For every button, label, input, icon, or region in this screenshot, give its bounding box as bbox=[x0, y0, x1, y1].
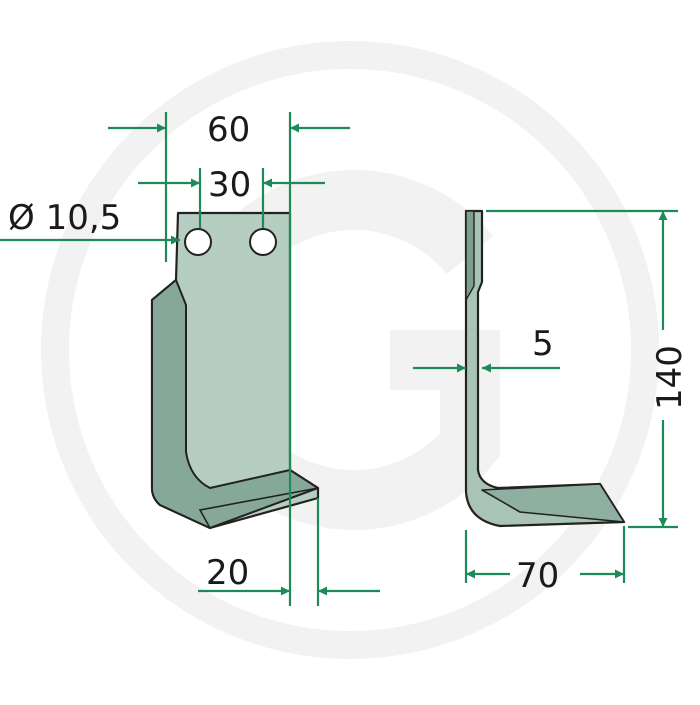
blade-side-profile bbox=[464, 209, 626, 528]
dimension-hole-spacing: 30 bbox=[208, 165, 251, 205]
blade-side-view bbox=[464, 209, 626, 528]
dimension-hole-diameter: Ø 10,5 bbox=[8, 198, 121, 238]
blade-side-bevel bbox=[465, 210, 475, 303]
dimension-overall-width: 60 bbox=[207, 110, 250, 150]
dimension-foot-length: 70 bbox=[516, 556, 559, 596]
mounting-hole-1 bbox=[184, 228, 212, 256]
blade-front-view bbox=[150, 211, 320, 530]
blade-front-edge bbox=[198, 487, 319, 529]
blade-side-foot bbox=[481, 483, 625, 523]
mounting-hole-2 bbox=[249, 228, 277, 256]
dimension-lines bbox=[0, 112, 678, 606]
dimension-tip-width: 20 bbox=[206, 553, 249, 593]
dimension-height: 140 bbox=[650, 345, 690, 410]
dimension-thickness: 5 bbox=[532, 324, 554, 364]
